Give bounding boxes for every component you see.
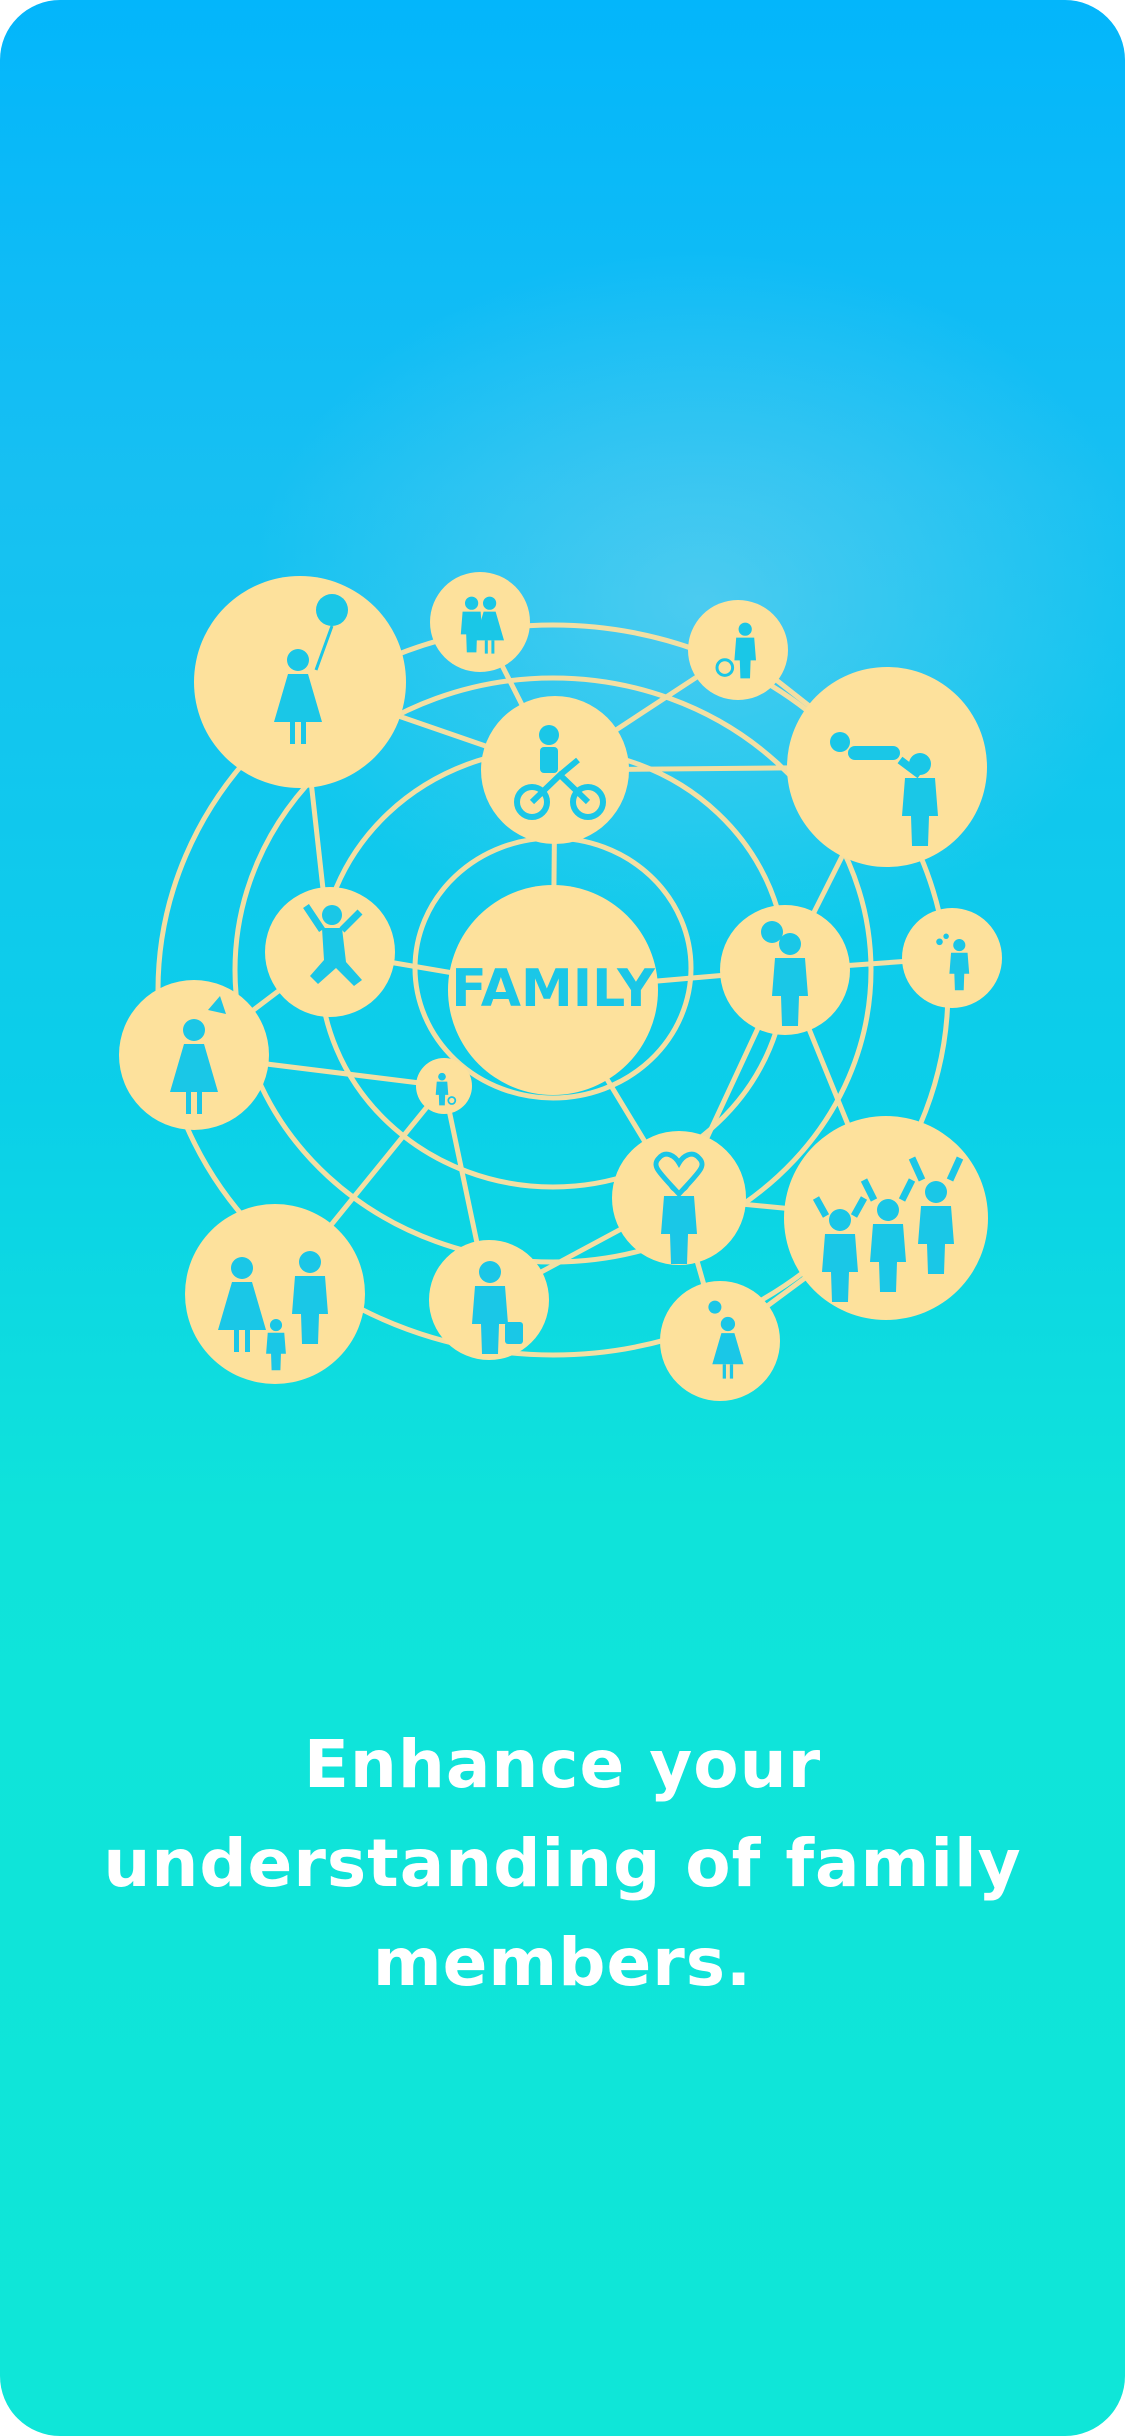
- toddler-ball-icon: [435, 1072, 457, 1106]
- family-center-label: FAMILY: [451, 959, 656, 1019]
- onboarding-tagline: Enhance your understanding of family mem…: [103, 1726, 1022, 2001]
- baby-speech-icon: [936, 933, 970, 991]
- jumping-kid-icon: [303, 904, 363, 986]
- father-lifting-child-icon: [830, 732, 938, 846]
- woman-with-balloon-icon: [274, 594, 348, 744]
- person-holding-heart-icon: [653, 1151, 705, 1264]
- kid-on-bike-icon: [514, 725, 606, 820]
- celebrating-family-icon: [812, 1156, 964, 1302]
- kid-soccer-icon: [715, 622, 756, 679]
- woman-flower-icon: [170, 996, 226, 1114]
- mother-holding-baby-icon: [761, 921, 808, 1026]
- shopping-person-icon: [472, 1261, 523, 1354]
- family-network-illustration: FAMILY: [119, 572, 1002, 1401]
- girl-balloon-icon: [708, 1300, 744, 1379]
